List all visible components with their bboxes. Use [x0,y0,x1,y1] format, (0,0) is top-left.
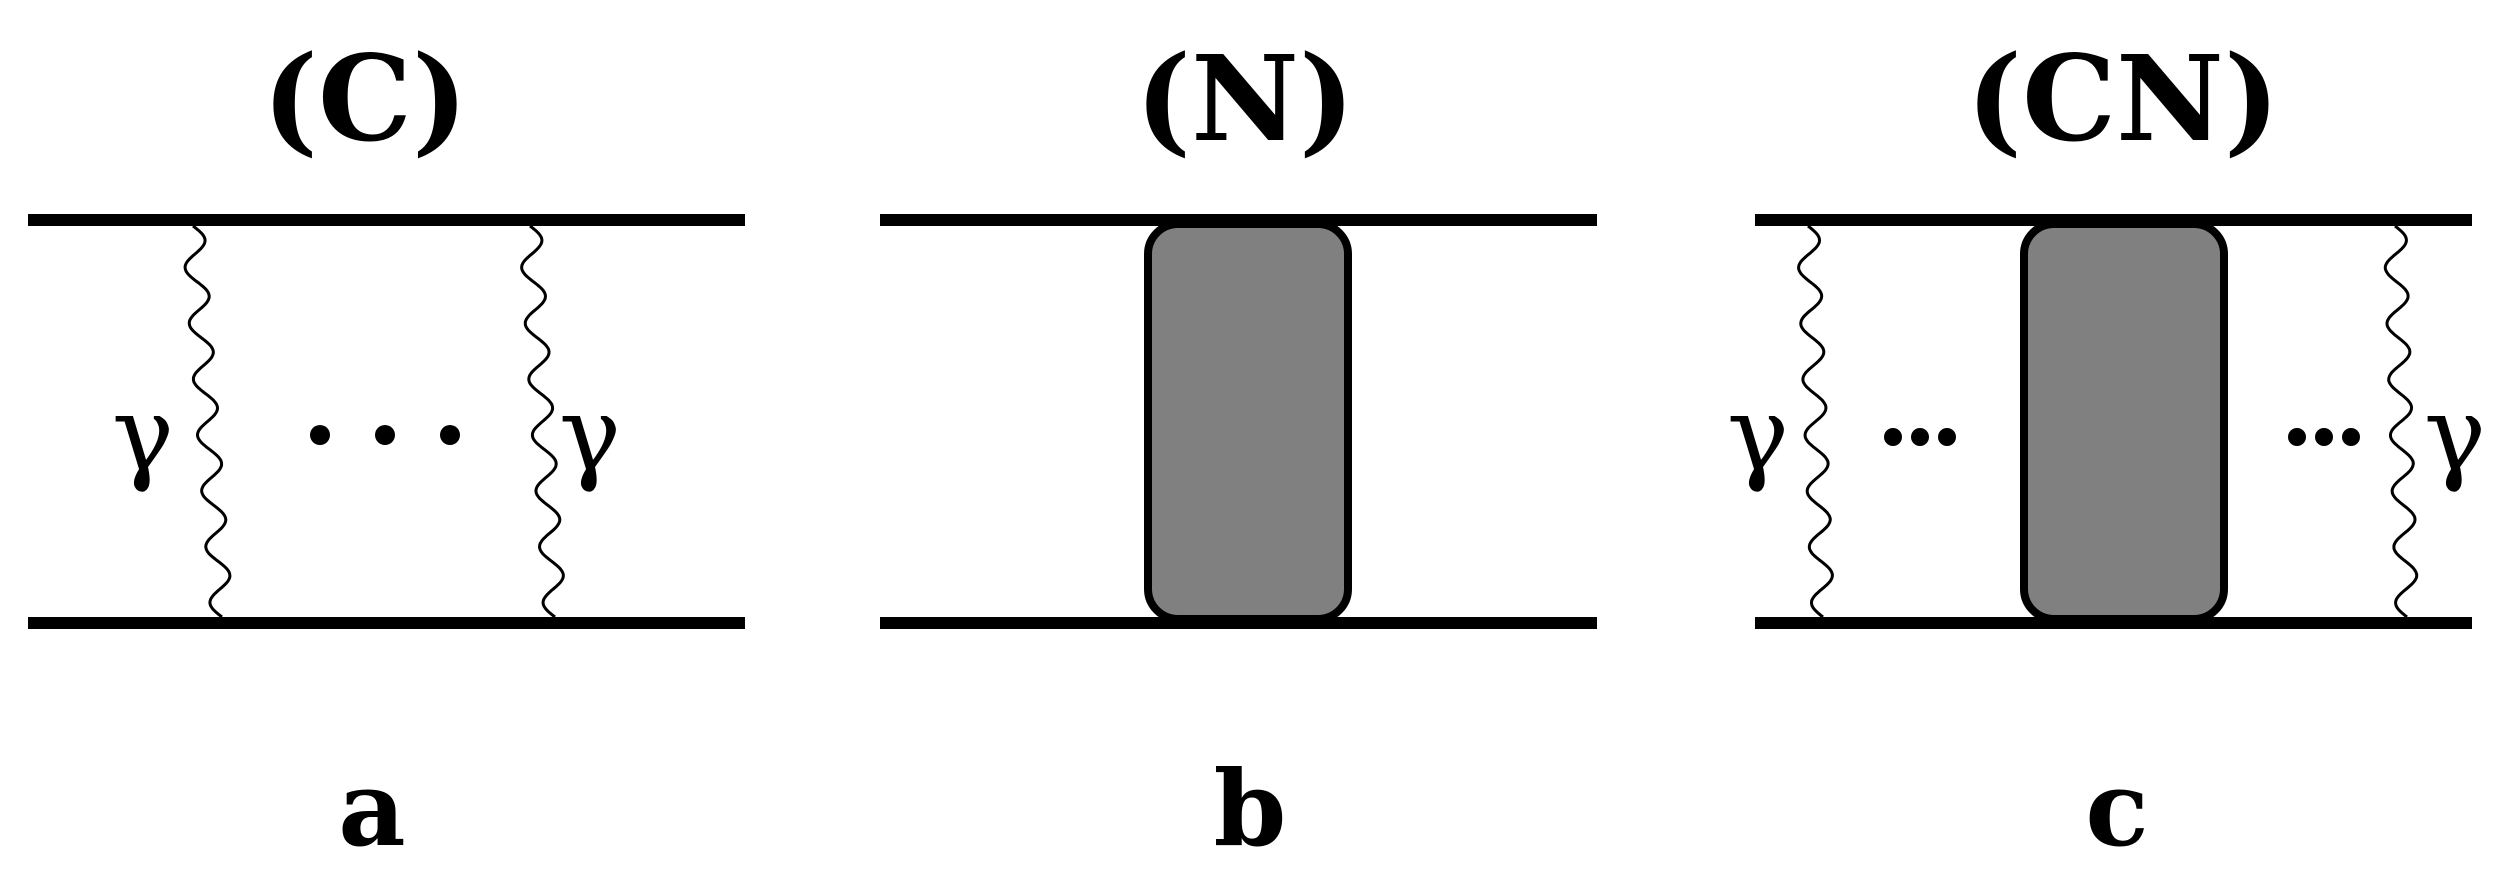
panel-a: (C) γ γ a [28,29,745,870]
panel-title-c: (C) [262,29,468,168]
panel-c: (CN) γ γ c [1727,29,2486,870]
dot [1884,428,1902,446]
panel-label-a: a [338,747,405,870]
photon-line-right [520,224,565,619]
dot [2342,428,2360,446]
dot [2288,428,2306,446]
dot [310,425,330,445]
panel-title-cn: (CN) [1966,29,2279,168]
gamma-label-right: γ [559,373,621,495]
dot [2315,428,2333,446]
panel-label-b: b [1214,747,1287,870]
dot [375,425,395,445]
ellipsis-dots-right [2288,428,2360,446]
ellipsis-dots [310,425,460,445]
dot [1938,428,1956,446]
panel-b: (N) b [880,29,1597,870]
panel-title-n: (N) [1135,29,1355,168]
gamma-label-left: γ [112,373,174,495]
interaction-blob [2020,220,2228,623]
photon-line-left [1797,224,1834,619]
photon-line-left [183,224,232,619]
ellipsis-dots-left [1884,428,1956,446]
gamma-label-right: γ [2424,373,2486,495]
photon-line-right [2383,224,2419,619]
interaction-blob [1144,220,1352,623]
panel-label-c: c [2085,747,2148,870]
gamma-label-left: γ [1727,373,1789,495]
dot [440,425,460,445]
dot [1911,428,1929,446]
